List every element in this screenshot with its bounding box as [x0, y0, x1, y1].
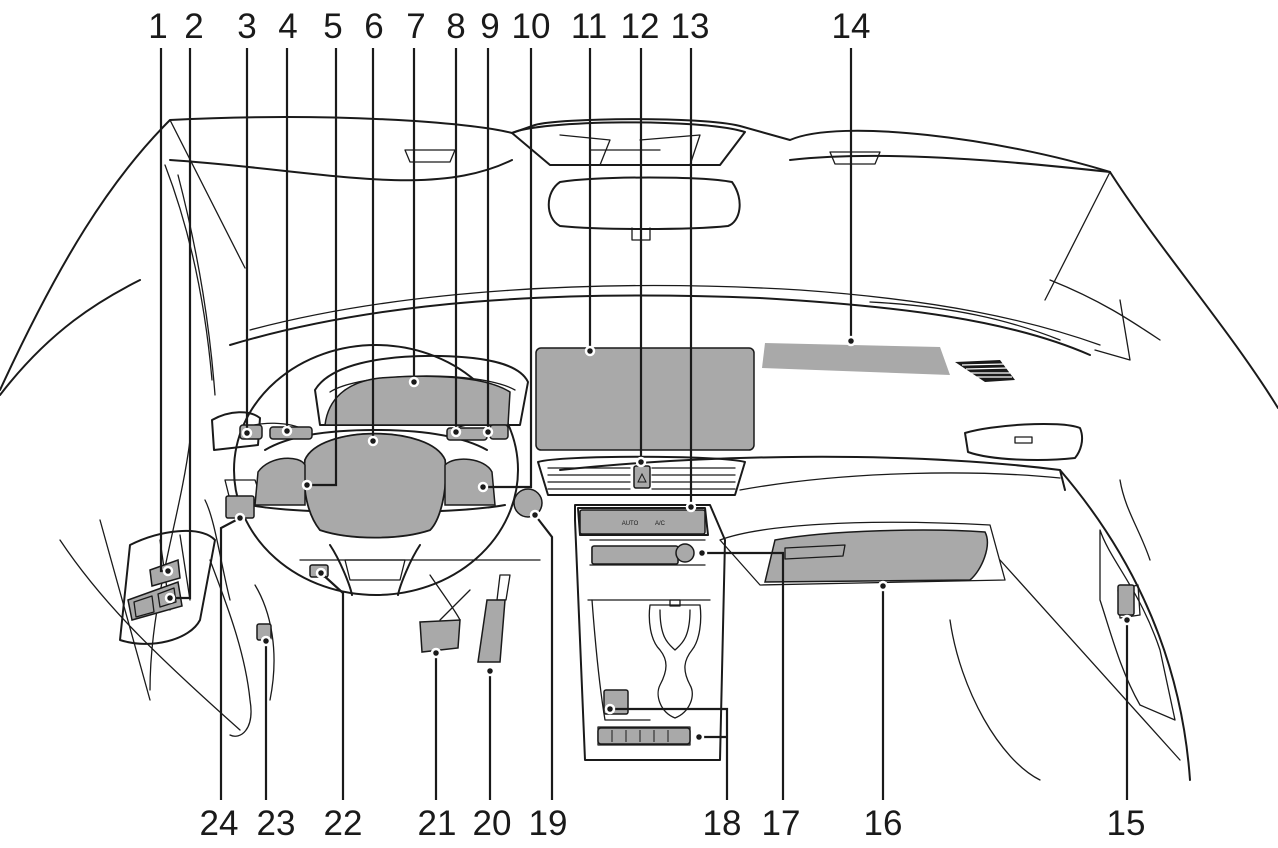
leader-18: [610, 707, 729, 800]
callout-2: 2: [184, 7, 203, 46]
leader-5: [307, 48, 338, 487]
accelerator-pedal: [477, 599, 506, 663]
leader-17: [702, 551, 785, 800]
volume-knob: [675, 543, 695, 563]
window-switch-panel: [127, 580, 183, 621]
right-steering-buttons: [444, 458, 496, 506]
leader-2: [170, 48, 192, 600]
climate-control-panel: [579, 509, 706, 535]
leader-24: [219, 517, 241, 800]
left-steering-buttons: [254, 457, 306, 506]
callout-1: 1: [148, 7, 167, 46]
leader-10: [483, 48, 533, 489]
callout-21: 21: [418, 804, 457, 843]
glovebox: [764, 529, 989, 583]
callout-22: 22: [324, 804, 363, 843]
climate-auto-text: AUTO: [622, 521, 639, 527]
passenger-door-switch: [1117, 584, 1135, 616]
callout-17: 17: [762, 804, 801, 843]
leader-dots: [162, 335, 1133, 743]
hazard-button: [633, 465, 651, 489]
callout-20: 20: [473, 804, 512, 843]
callout-5: 5: [323, 7, 342, 46]
callout-labels: 1 2 3 4 5 6 7 8 9 10 11 12 13 14 15 16 1…: [148, 7, 1145, 843]
callout-15: 15: [1107, 804, 1146, 843]
callout-12: 12: [621, 7, 660, 46]
leader-lines: [159, 48, 1129, 800]
callout-24: 24: [200, 804, 239, 843]
usb-ports: [597, 727, 691, 745]
callout-19: 19: [529, 804, 568, 843]
callout-9: 9: [480, 7, 499, 46]
callout-14: 14: [832, 7, 871, 46]
callout-18: 18: [703, 804, 742, 843]
callout-4: 4: [278, 7, 297, 46]
callout-7: 7: [406, 7, 425, 46]
brake-pedal: [419, 619, 461, 653]
climate-ac-text: A/C: [655, 521, 666, 527]
leader-19: [534, 514, 554, 800]
callout-23: 23: [257, 804, 296, 843]
callout-6: 6: [364, 7, 383, 46]
callout-3: 3: [237, 7, 256, 46]
center-touchscreen: [535, 347, 755, 451]
instrument-cluster: [324, 375, 511, 426]
highlighted-controls: [127, 343, 1135, 745]
callout-16: 16: [864, 804, 903, 843]
audio-controls: [591, 545, 679, 565]
steering-wheel-airbag: [303, 433, 447, 539]
passenger-airbag-panel: [762, 343, 950, 375]
callout-13: 13: [671, 7, 710, 46]
callout-8: 8: [446, 7, 465, 46]
callout-10: 10: [512, 7, 551, 46]
leader-22: [320, 572, 345, 800]
callout-11: 11: [571, 7, 607, 46]
